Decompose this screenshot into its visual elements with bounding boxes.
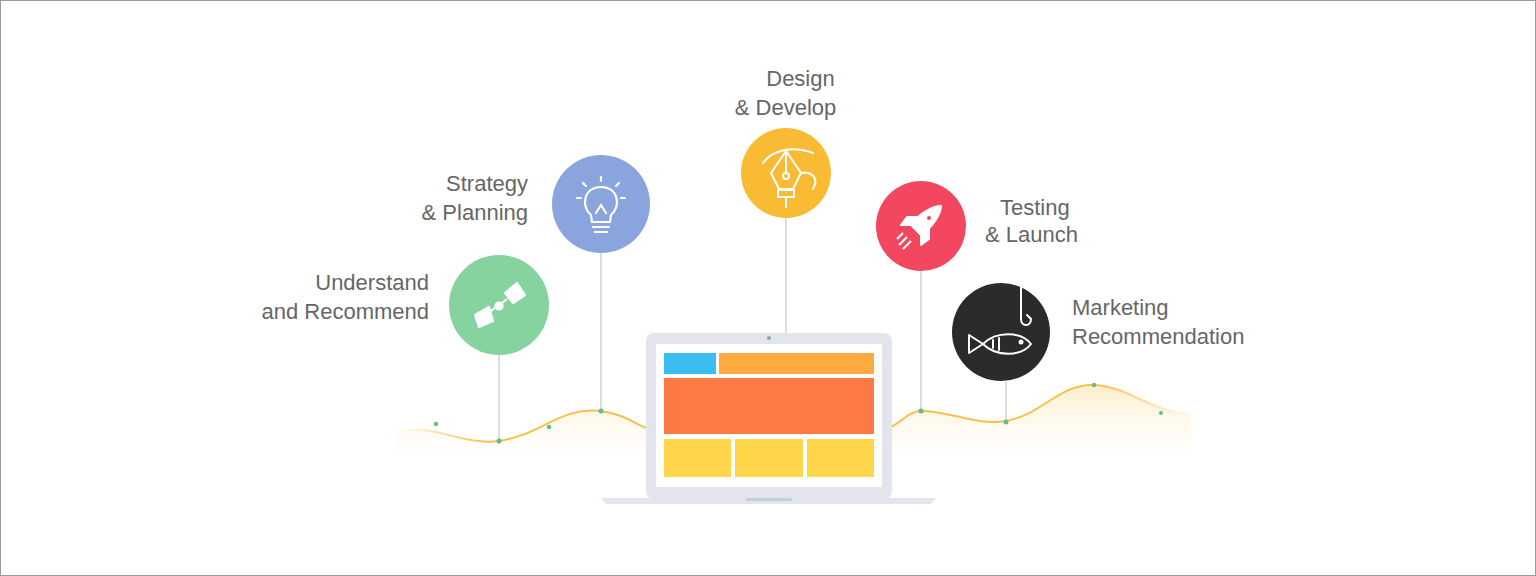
step-circle: Testing & Launch (876, 181, 966, 271)
step-label: Strategy & Planning (413, 169, 528, 227)
step-circle: Strategy & Planning (552, 155, 650, 253)
step-label: Understand and Recommend (254, 268, 429, 326)
step-label: Marketing Recommendation (1072, 293, 1257, 351)
step-label: Design & Develop (728, 64, 843, 122)
step-circle: Marketing Recommendation (952, 283, 1050, 381)
step-circle: Understand and Recommend (449, 255, 549, 355)
step-circle: Design & Develop (741, 128, 831, 218)
step-label: Testing & Launch (985, 194, 1085, 248)
